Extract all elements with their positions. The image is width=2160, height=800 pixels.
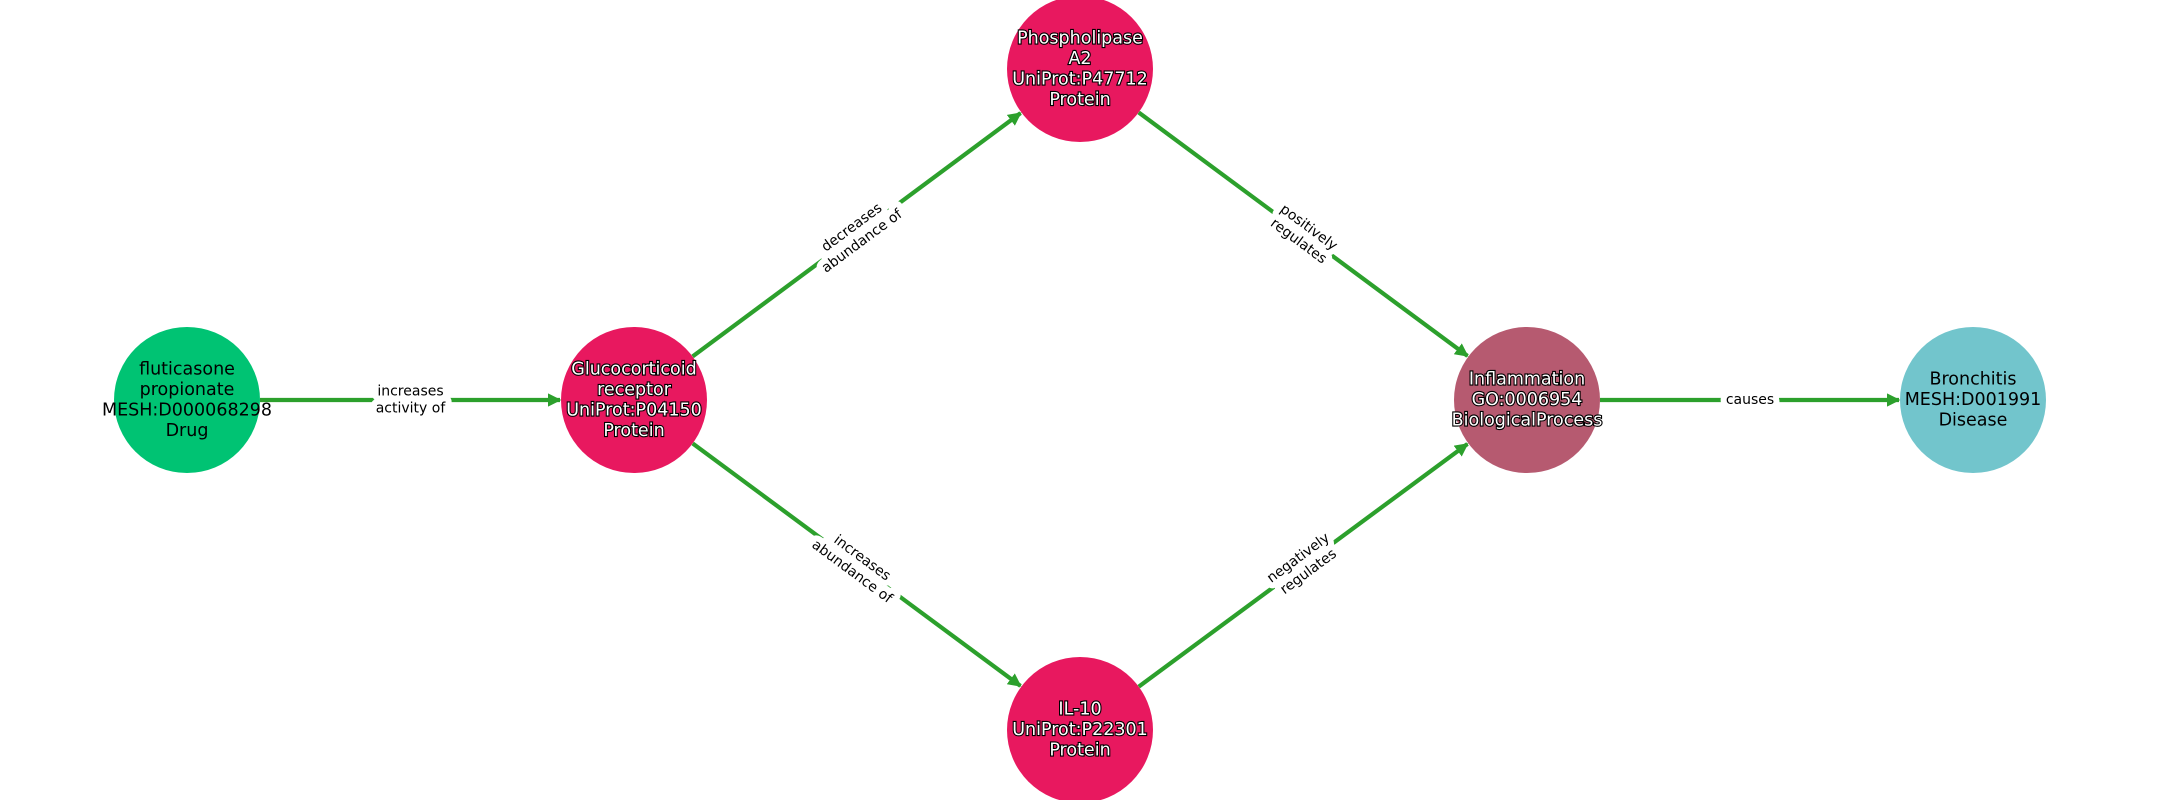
edge-il10-inflammation [1137,442,1469,689]
edge-pla2-inflammation [1137,110,1469,358]
edge-label: causes [1720,386,1780,414]
edge-gr-il10 [691,441,1022,688]
node-label-line: IL-10 [1058,700,1101,720]
edge-label-line: causes [1726,392,1774,408]
node-circle[interactable] [114,327,260,473]
node-circle[interactable] [1007,657,1153,800]
node-circle[interactable] [561,327,707,473]
node-label-line: Disease [1939,411,2008,431]
node-circle[interactable] [1007,0,1153,142]
node-label-line: MESH:D001991 [1905,390,2042,410]
node-label-line: MESH:D000068298 [102,400,272,420]
node-label-line: Bronchitis [1929,370,2016,390]
edges [260,110,1901,689]
node-label-line: Protein [603,421,664,441]
edge-label-line: increases [377,384,443,400]
node-label-line: Glucocorticoid [571,359,696,379]
node-label-line: propionate [140,380,235,400]
node-label-line: UniProt:P22301 [1012,720,1148,740]
node-label-line: fluticasone [139,359,235,379]
node-label-line: Protein [1049,90,1110,110]
node-label-line: BiologicalProcess [1452,411,1603,431]
node-label-line: A2 [1068,49,1091,69]
nodes: fluticasonepropionateMESH:D000068298Drug… [102,0,2046,800]
node-label-line: UniProt:P47712 [1012,69,1148,89]
node-label-line: Protein [1049,741,1110,761]
node-label-line: GO:0006954 [1472,390,1583,410]
node-label-line: UniProt:P04150 [566,400,702,420]
node-label-line: Phospholipase [1017,28,1143,48]
node-circle[interactable] [1900,327,2046,473]
node-label-line: Inflammation [1469,370,1585,390]
node-label-line: receptor [597,380,672,400]
node-gr[interactable]: GlucocorticoidreceptorUniProt:P04150Prot… [561,327,707,473]
edge-gr-pla2 [691,111,1022,359]
node-label-line: Drug [166,421,209,441]
edge-label-line: activity of [376,401,447,417]
node-circle[interactable] [1454,327,1600,473]
